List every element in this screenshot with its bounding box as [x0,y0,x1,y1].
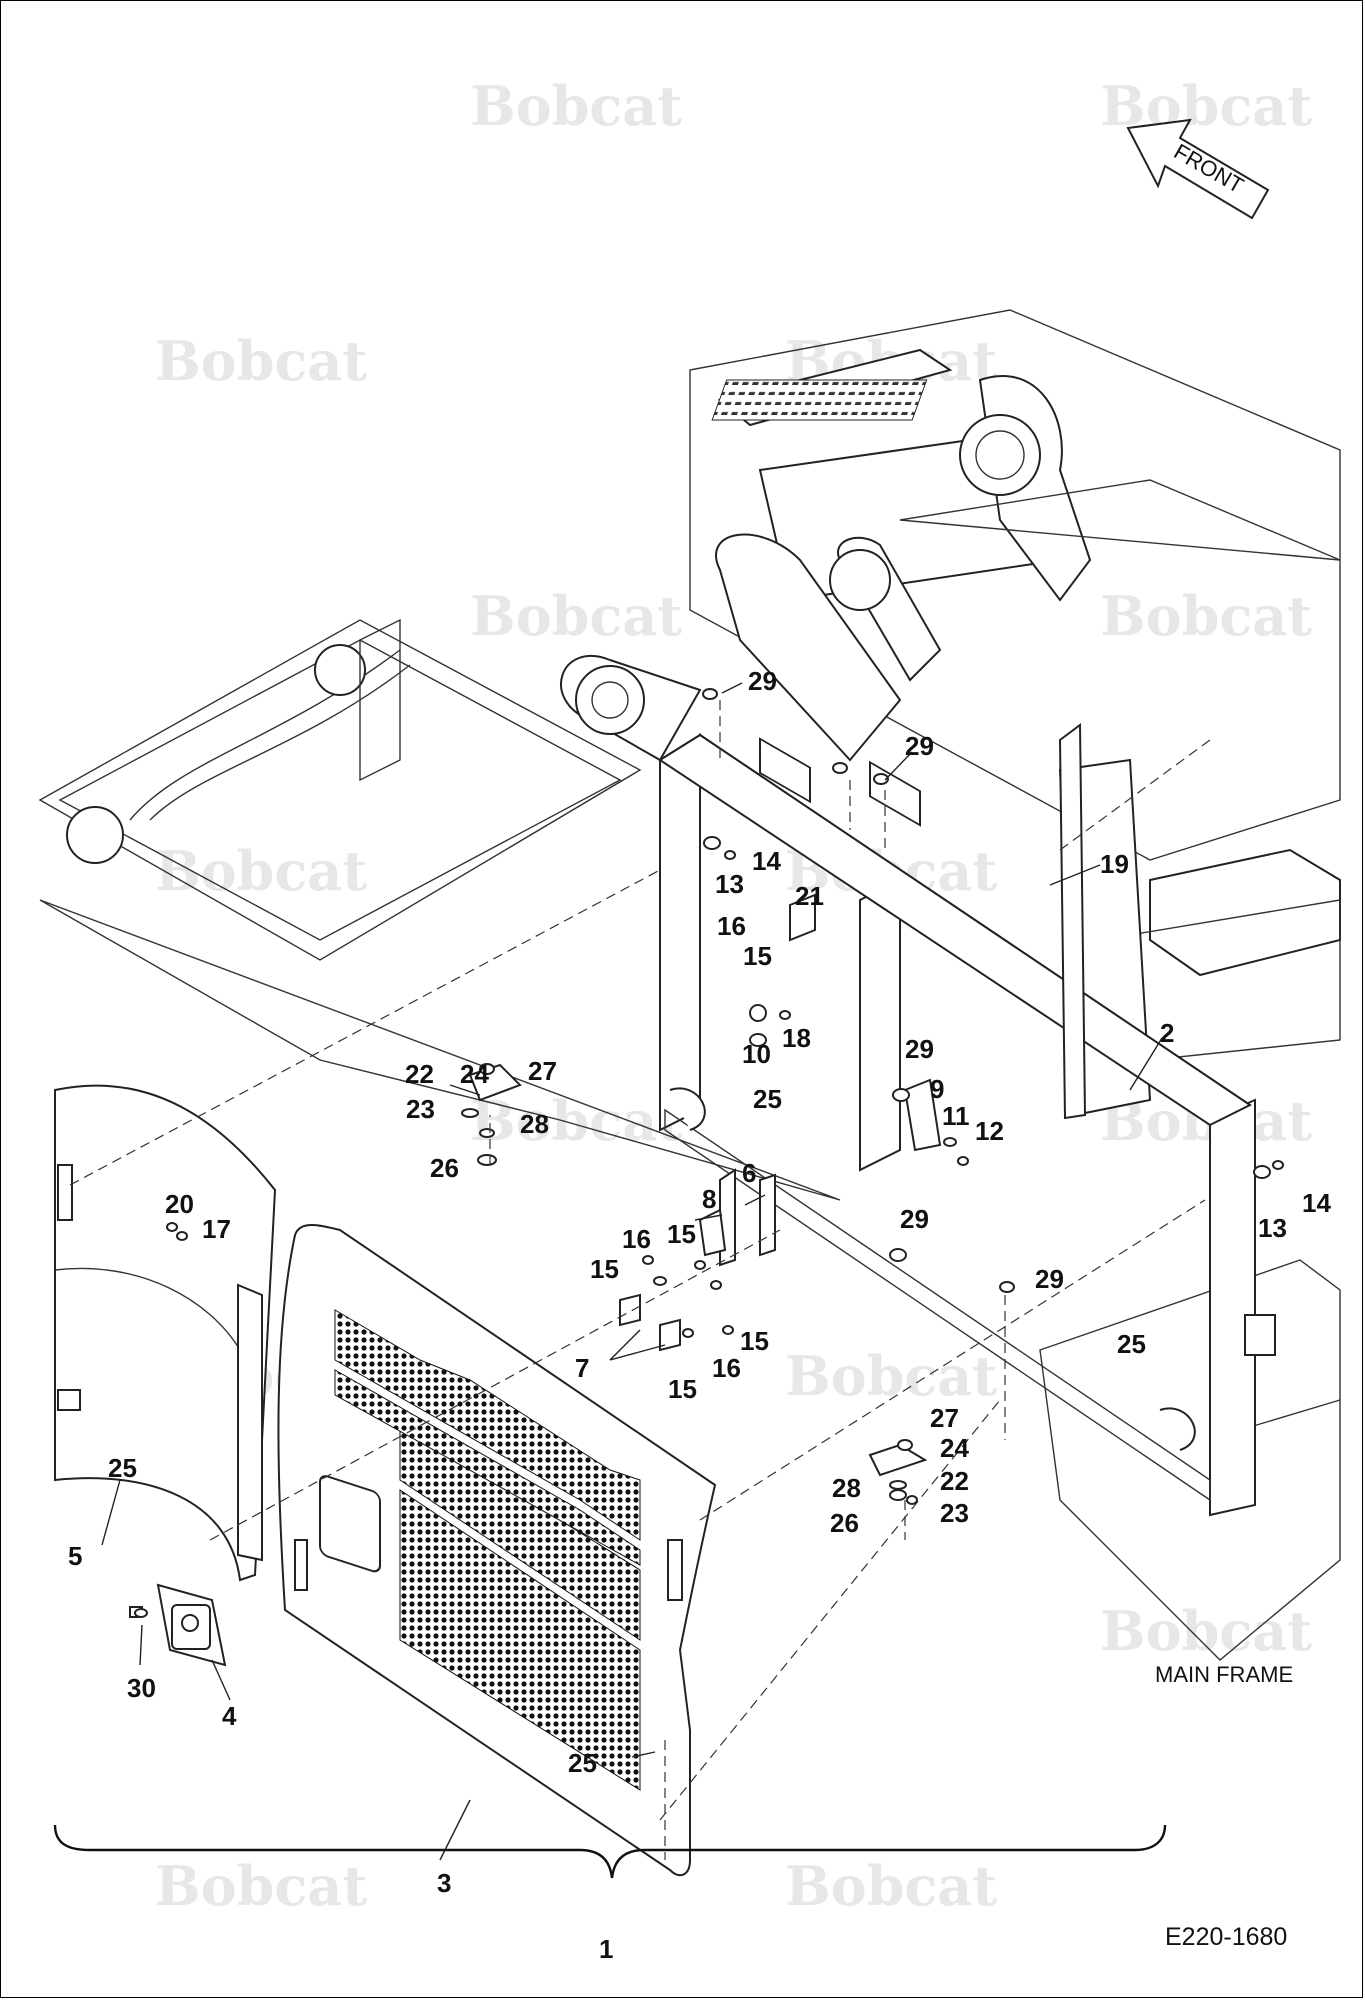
callout-assembly: 1 [599,1934,613,1964]
callout-25: 25 [108,1453,137,1483]
callout-15: 15 [740,1326,769,1356]
watermark: Bobcat [785,1854,997,1918]
callout-16: 16 [622,1224,651,1254]
callout-26: 26 [830,1508,859,1538]
radiator-frame-part-2 [658,723,1276,1517]
callout-22: 22 [405,1059,434,1089]
callout-16: 16 [717,911,746,941]
assembly-brace [53,1824,1167,1879]
callout-6: 6 [742,1158,756,1188]
watermark-text: Bobcat [785,1854,997,1918]
watermark: Bobcat [470,1089,682,1153]
watermark-text: Bobcat [1100,584,1312,648]
watermark: Bobcat [155,839,367,903]
callout-27: 27 [930,1403,959,1433]
callout-26: 26 [430,1153,459,1183]
watermark: Bobcat [155,329,367,393]
watermark-text: Bobcat [1100,1599,1312,1663]
callout-17: 17 [202,1214,231,1244]
callout-11: 11 [942,1101,970,1131]
callout-27: 27 [528,1056,557,1086]
watermark: Bobcat [470,584,682,648]
callout-3: 3 [437,1868,451,1898]
callout-14: 14 [1302,1188,1331,1218]
callout-28: 28 [832,1473,861,1503]
latch-part-4 [129,1583,227,1667]
callout-25: 25 [568,1748,597,1778]
watermark-text: Bobcat [155,839,367,903]
callout-22: 22 [940,1466,969,1496]
callout-12: 12 [975,1116,1004,1146]
callout-29: 29 [748,666,777,696]
callout-15: 15 [743,941,772,971]
watermark-text: Bobcat [155,329,367,393]
watermark-text: Bobcat [470,584,682,648]
callout-15: 15 [590,1254,619,1284]
watermark-text: Bobcat [470,1089,682,1153]
watermark-text: Bobcat [470,74,682,138]
grille-panel-part-3 [277,1224,717,1877]
watermark-text: Bobcat [155,1854,367,1918]
callout-20: 20 [165,1189,194,1219]
callout-13: 13 [715,869,744,899]
watermark: Bobcat [1100,584,1312,648]
callout-30: 30 [127,1673,156,1703]
callout-28: 28 [520,1109,549,1139]
callout-7: 7 [575,1353,589,1383]
callout-15: 15 [667,1219,696,1249]
main-frame-label: MAIN FRAME [1155,1662,1293,1687]
callout-24: 24 [940,1433,969,1463]
callout-2: 2 [1160,1018,1174,1048]
callout-14: 14 [752,846,781,876]
callout-24: 24 [460,1059,489,1089]
callout-21: 21 [795,881,824,911]
watermark: Bobcat [470,74,682,138]
callout-4: 4 [222,1701,237,1731]
callout-25: 25 [1117,1329,1146,1359]
side-panel-part-5 [54,1084,277,1582]
callout-19: 19 [1100,849,1129,879]
left-frame-structure [38,618,841,1201]
callout-8: 8 [702,1184,716,1214]
callout-29: 29 [905,1034,934,1064]
callout-16: 16 [712,1353,741,1383]
callout-5: 5 [68,1541,82,1571]
assembly-lines [69,700,1211,1860]
callout-18: 18 [782,1023,811,1053]
callout-13: 13 [1258,1213,1287,1243]
callout-23: 23 [406,1094,435,1124]
callout-9: 9 [930,1074,944,1104]
callout-25: 25 [753,1084,782,1114]
callout-23: 23 [940,1498,969,1528]
drawing-id: E220-1680 [1165,1923,1287,1951]
watermark: Bobcat [1100,1599,1312,1663]
callout-29: 29 [1035,1264,1064,1294]
callout-15: 15 [668,1374,697,1404]
callout-labels: 29 29 14 13 19 21 16 15 2 10 18 24 22 27… [68,666,1331,1898]
watermark: Bobcat [155,1854,367,1918]
hinge-hardware [134,688,1284,1618]
callout-29: 29 [905,731,934,761]
callout-29: 29 [900,1204,929,1234]
callout-10: 10 [742,1039,771,1069]
